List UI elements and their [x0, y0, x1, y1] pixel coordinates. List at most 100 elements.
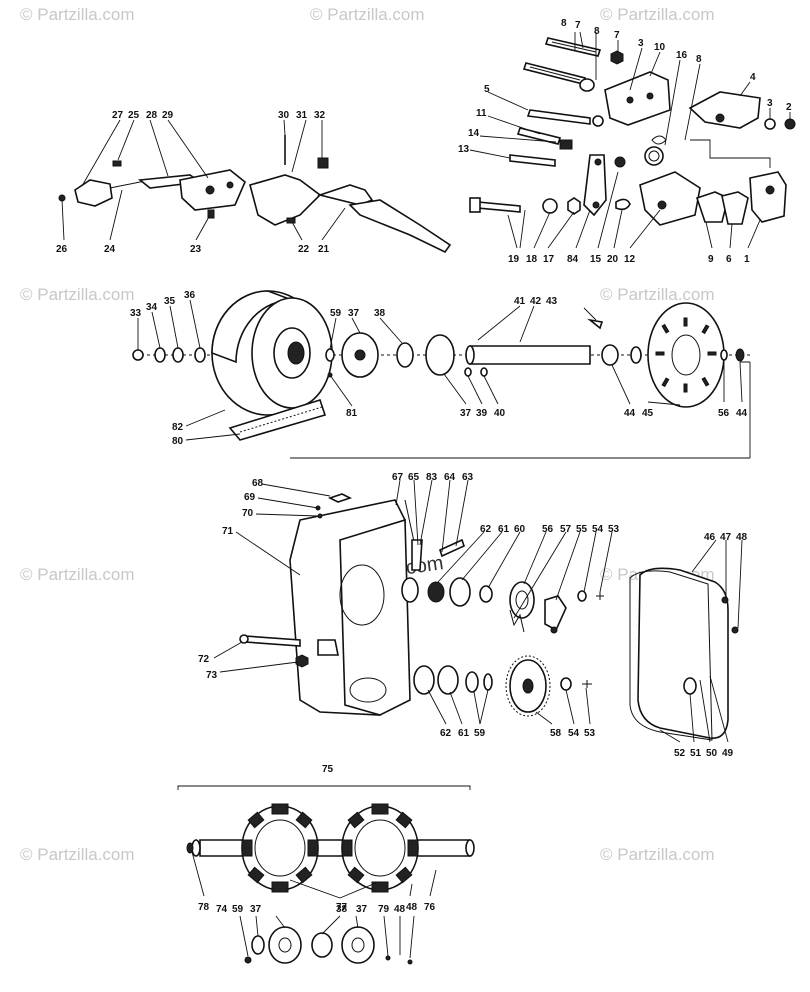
bracket-hole [715, 113, 725, 123]
callout-68: 68 [252, 478, 264, 489]
washer [579, 78, 595, 92]
watermark-text: © Partzilla.com [20, 5, 135, 24]
callout-12: 12 [624, 254, 636, 265]
callout-2: 2 [786, 102, 792, 113]
arm-hole [594, 158, 602, 166]
callout-53b: 53 [584, 728, 596, 739]
callout-16: 16 [676, 50, 688, 61]
sprocket-hub [515, 590, 529, 610]
callout-77: 77 [336, 902, 348, 913]
callout-48b: 48 [406, 902, 418, 913]
nut [610, 50, 624, 65]
key [587, 318, 604, 330]
washer [542, 198, 558, 214]
callout-labels: 8 7 8 7 3 10 16 8 4 3 2 5 11 14 13 19 18… [56, 18, 792, 915]
callout-20: 20 [607, 254, 619, 265]
sprocket-lug [395, 811, 413, 829]
disc-slot [701, 324, 710, 335]
callout-54b: 54 [568, 728, 580, 739]
callout-36: 36 [184, 290, 196, 301]
callout-55: 55 [576, 524, 588, 535]
rod-thread [529, 66, 581, 81]
sprocket-lugs [241, 803, 419, 893]
sprocket-lug [371, 881, 389, 893]
disc-slot [707, 351, 717, 356]
callout-47: 47 [720, 532, 732, 543]
callout-71: 71 [222, 526, 234, 537]
callout-61b: 61 [458, 728, 470, 739]
seat-bore [354, 349, 366, 361]
callout-80: 80 [172, 436, 184, 447]
bracket-hole [626, 96, 634, 104]
callout-3b: 3 [767, 98, 773, 109]
callout-62b: 62 [440, 728, 452, 739]
switch-housing [74, 179, 113, 207]
washer [325, 348, 335, 362]
callout-37c: 37 [250, 904, 262, 915]
callout-54: 54 [592, 524, 604, 535]
callout-59: 59 [330, 308, 342, 319]
callout-43: 43 [546, 296, 558, 307]
sprocket-lug [295, 866, 313, 884]
callout-13: 13 [458, 144, 470, 155]
drive-axle [199, 839, 471, 857]
nut [735, 348, 745, 362]
assembly-line [690, 139, 771, 168]
sprocket-lug [347, 811, 365, 829]
watermark-text: © Partzilla.com [20, 845, 135, 864]
nut [385, 955, 391, 961]
case-boss [339, 564, 385, 626]
callout-31: 31 [296, 110, 308, 121]
cover-bolt [721, 596, 729, 604]
callout-37b: 37 [460, 408, 472, 419]
watermark-text: © Partzilla.com [600, 5, 715, 24]
callout-59c: 59 [232, 904, 244, 915]
callout-19: 19 [508, 254, 520, 265]
disc-slot [655, 351, 665, 356]
bearing [601, 344, 619, 366]
watermark-text: © Partzilla.com [310, 5, 425, 24]
disc-slot [683, 383, 688, 393]
spacer [437, 665, 459, 695]
disc-slot [661, 377, 670, 388]
callout-7b: 7 [614, 30, 620, 41]
washer [154, 347, 166, 363]
callout-29: 29 [162, 110, 174, 121]
callout-7: 7 [575, 20, 581, 31]
callout-51: 51 [690, 748, 702, 759]
spacer [465, 671, 479, 693]
callout-75: 75 [322, 764, 334, 775]
bolt-head [469, 197, 481, 213]
callout-40: 40 [494, 408, 506, 419]
callout-25: 25 [128, 110, 140, 121]
callout-17: 17 [543, 254, 555, 265]
callout-38: 38 [374, 308, 386, 319]
washer [560, 677, 572, 691]
washer [764, 118, 776, 130]
callout-62: 62 [480, 524, 492, 535]
callout-32: 32 [314, 110, 326, 121]
bolt [526, 109, 591, 125]
plate-hole [765, 185, 775, 195]
watermark-layer: © Partzilla.com © Partzilla.com © Partzi… [20, 5, 715, 864]
drive-shaft [469, 345, 591, 365]
callout-42: 42 [530, 296, 542, 307]
nut [295, 654, 309, 668]
handlebar-control [58, 135, 452, 254]
callout-53: 53 [608, 524, 620, 535]
bolt [509, 154, 556, 167]
callout-4: 4 [750, 72, 756, 83]
callout-23: 23 [190, 244, 202, 255]
callout-73: 73 [206, 670, 218, 681]
seal [186, 842, 194, 854]
washer [194, 347, 206, 363]
nut [567, 197, 581, 215]
bolt [582, 680, 592, 688]
brake-assembly [469, 37, 796, 226]
nut [480, 367, 488, 377]
callout-44: 44 [624, 408, 636, 419]
case-boss [349, 677, 387, 703]
brake-pad [721, 191, 749, 225]
bearing-flange [341, 926, 375, 964]
spring [615, 198, 631, 211]
